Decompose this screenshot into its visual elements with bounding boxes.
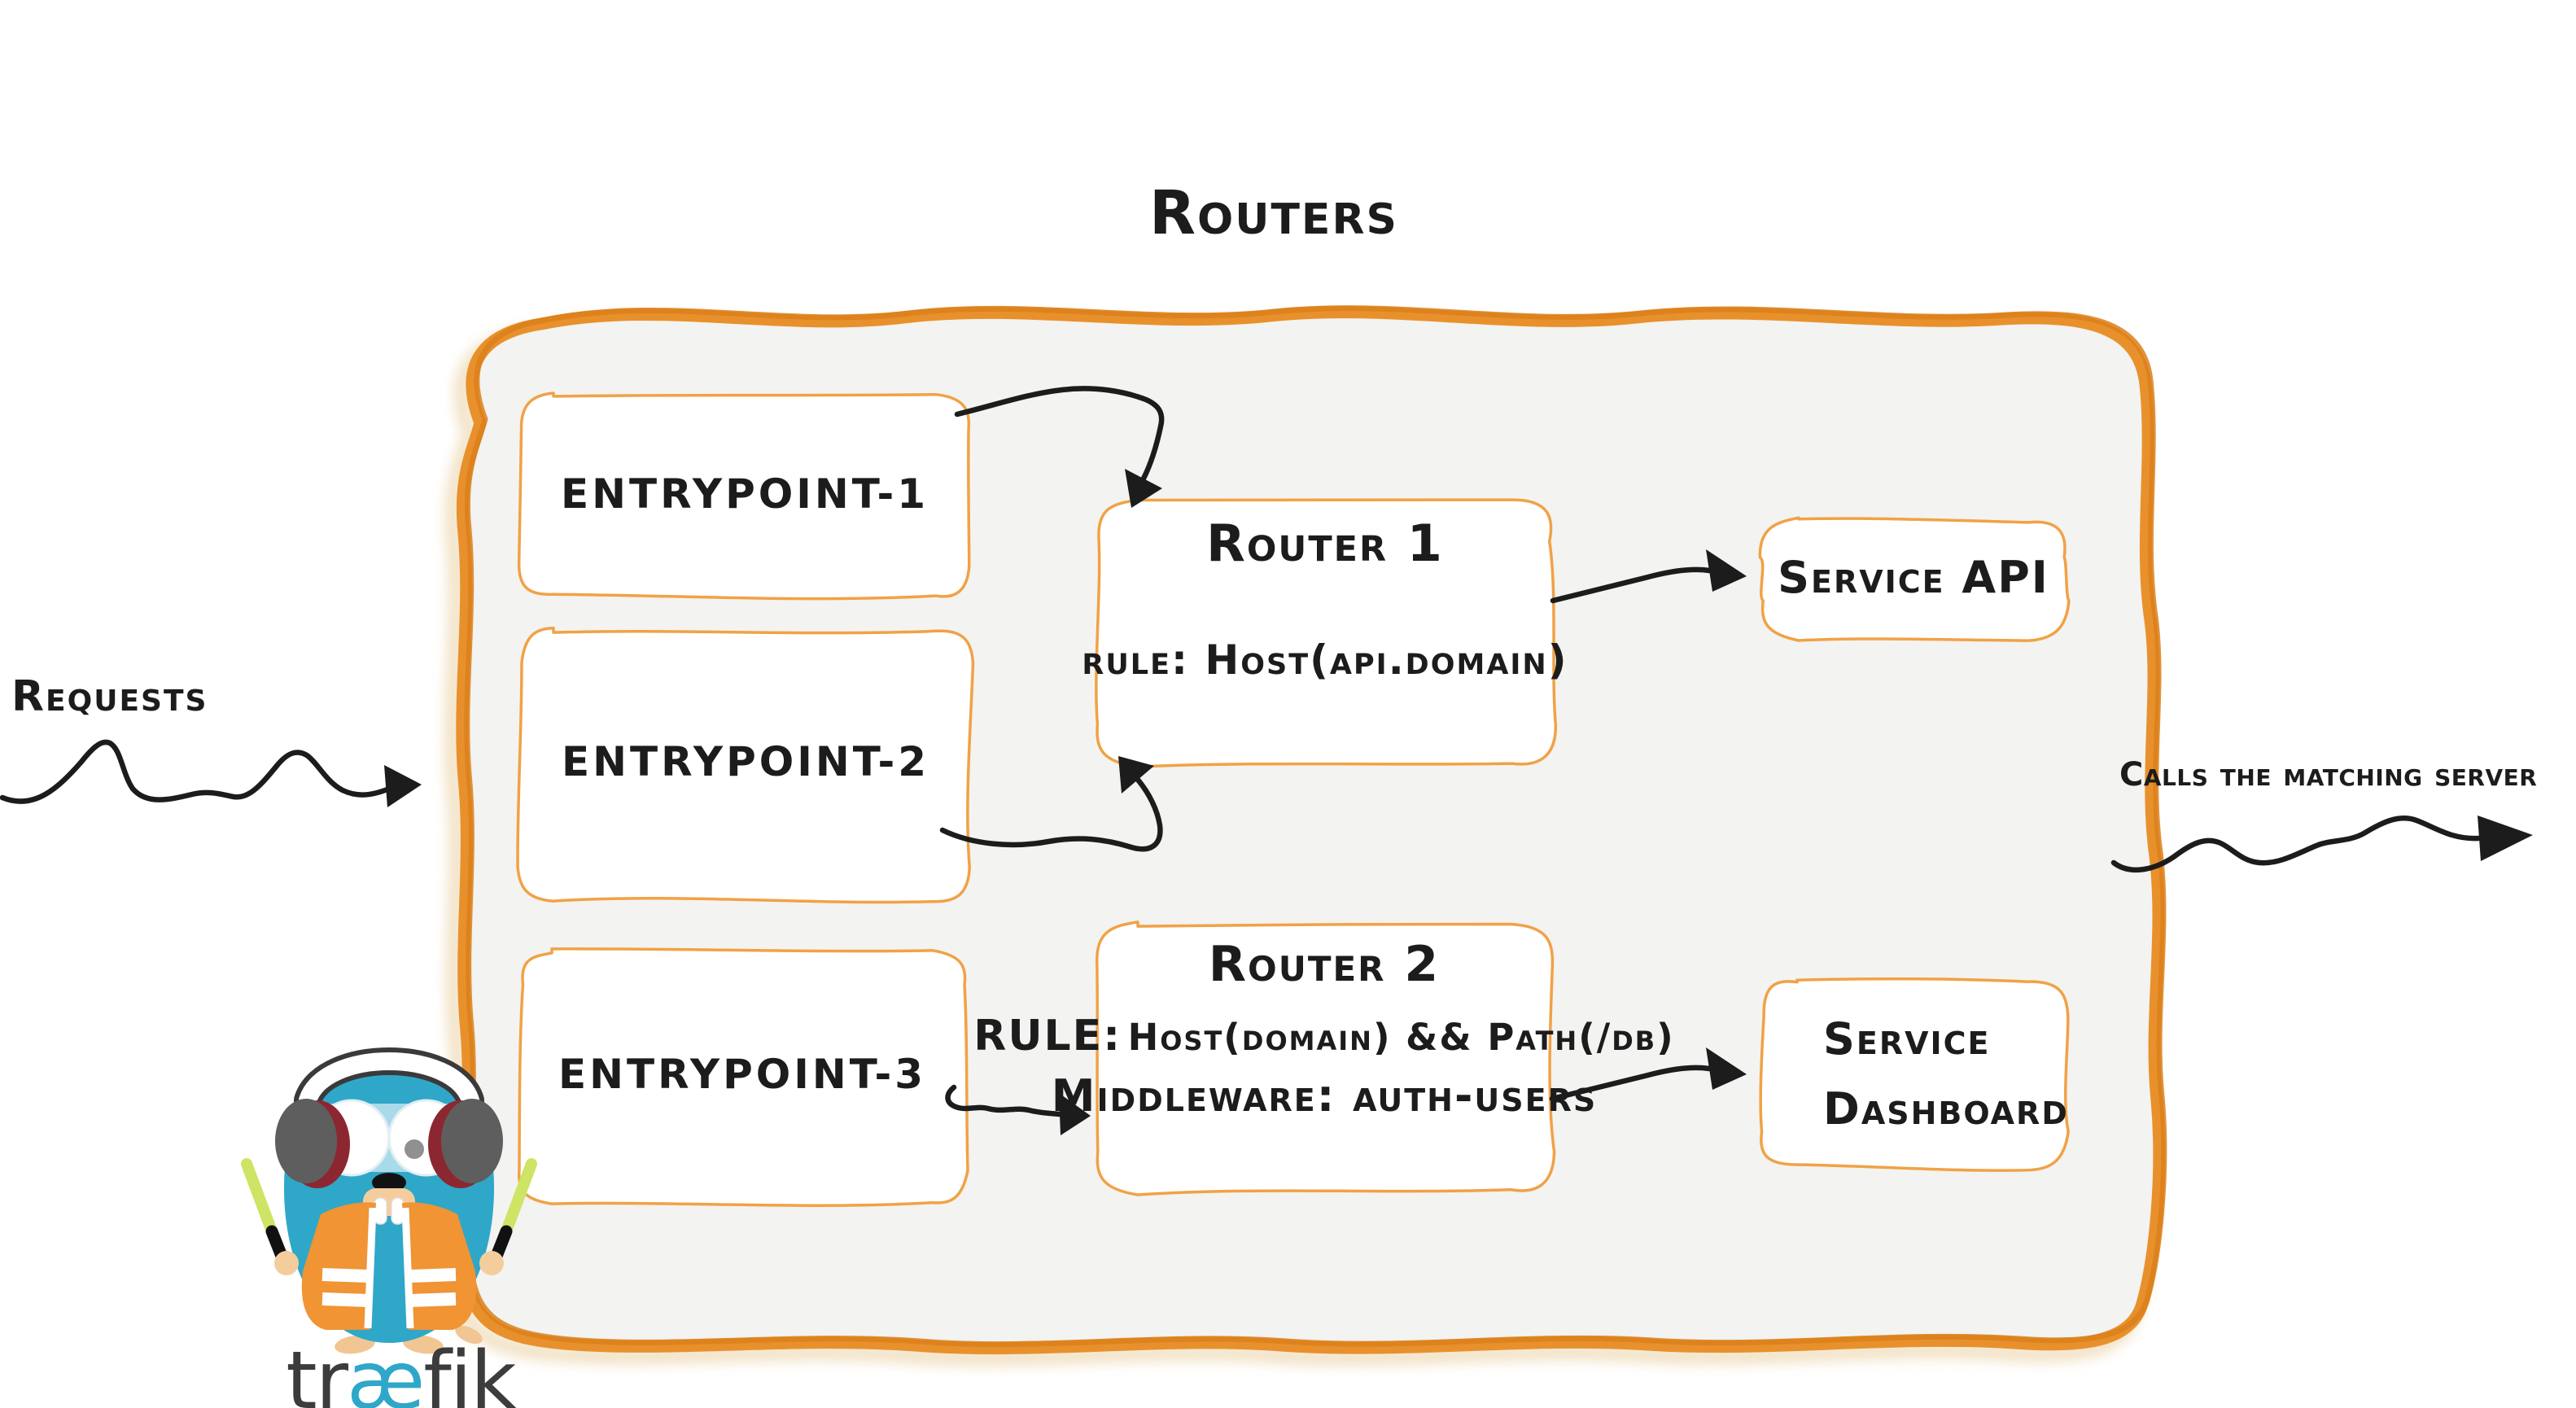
arrow-calls-out [2110,815,2533,873]
vest-lapel-left [364,1207,377,1329]
headphone-cup-right [441,1099,503,1183]
gopher-nose [372,1173,406,1192]
arrow-entrypoint3-router2 [945,1084,1091,1135]
entrypoint-3-label: entrypoint-3 [558,1051,926,1098]
service-dashboard-line1: Service [1823,1013,1991,1065]
gopher-hand-right [479,1251,504,1275]
arrow-entrypoint2-router1 [939,756,1163,852]
entrypoint-1-box [517,391,971,601]
service-api-box [1758,516,2071,642]
entrypoint-2-box [516,627,975,904]
router-2-box [1096,920,1556,1196]
traefik-gopher-logo [241,1047,537,1354]
service-api-label: Service API [1778,552,2049,603]
router-2-rule-label: RULE: [973,1012,1122,1060]
service-dashboard-line2: Dashboard [1823,1083,2069,1135]
wordmark-part1: tr [286,1335,348,1408]
wordmark-part3: fik [423,1335,516,1408]
router-1-box [1095,498,1558,768]
service-dashboard-label: Service Dashboard [1823,1004,2069,1144]
vest-stripes-right [409,1268,457,1307]
arrow-router1-serviceapi [1550,549,1747,604]
traefik-wordmark: træfik [286,1335,516,1408]
arrow-router2-servicedashboard [1549,1047,1747,1102]
wordmark-ae: æ [347,1335,425,1408]
diagram-title: Routers [1149,178,1398,248]
light-stick-left [241,1158,278,1237]
arrow-entrypoint1-router1 [954,386,1165,508]
router-2-rule-value: Host(domain) && Path(/db) [1127,1016,1675,1059]
router-2-name: Router 2 [1208,936,1441,993]
gopher-hand-left [274,1251,299,1275]
entrypoint-1-label: entrypoint-1 [561,470,929,518]
gopher-foot-left [335,1335,375,1354]
vest-lapel-right [401,1207,414,1329]
requests-label: Requests [11,672,208,721]
light-stick-right [501,1158,537,1237]
arrow-requests-in [0,739,422,807]
router-2-middleware: Middleware: auth-users [1051,1070,1598,1122]
entrypoint-2-label: entrypoint-2 [562,738,929,785]
gopher-pupil-right [405,1139,424,1159]
vest-stripes-left [321,1268,369,1307]
calls-server-label: Calls the matching server [2119,756,2538,794]
router-1-rule: rule: Host(api.domain) [1082,636,1568,684]
gopher-foot-right [403,1335,444,1354]
router-1-name: Router 1 [1206,514,1444,573]
headphone-cup-left [275,1099,337,1183]
gopher-tail [455,1325,483,1345]
service-dashboard-box [1759,977,2070,1172]
router-2-rule: RULE: Host(domain) && Path(/db) [973,1012,1675,1060]
headphones-band-inner [299,1052,479,1109]
entrypoint-3-box [517,947,969,1207]
